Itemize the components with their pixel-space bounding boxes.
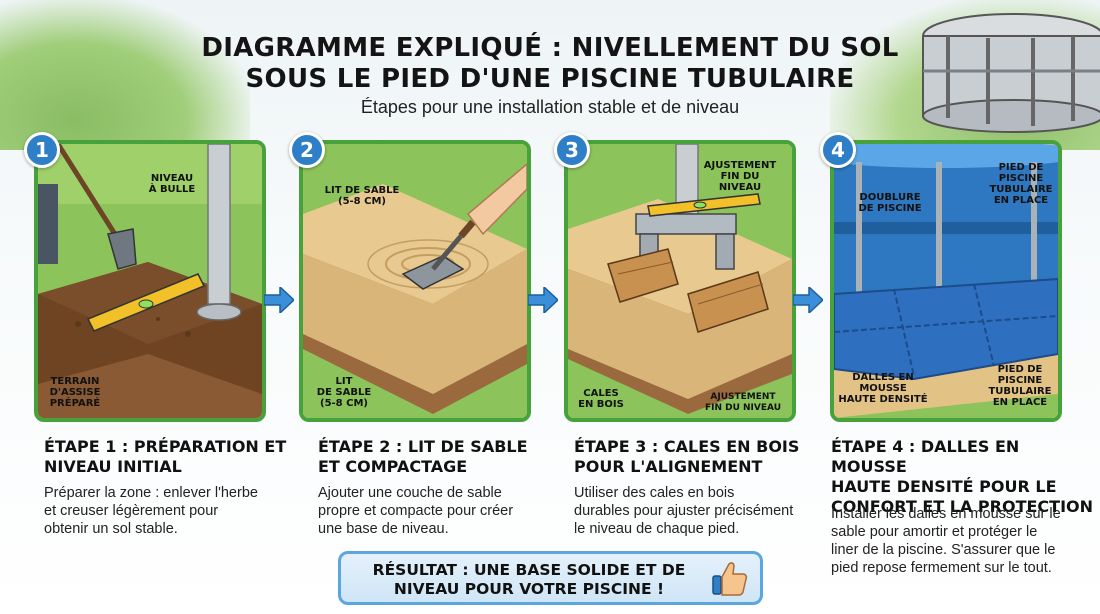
page-title-line1: DIAGRAMME EXPLIQUÉ : NIVELLEMENT DU SOL: [201, 33, 899, 63]
step4-badge: 4: [820, 132, 856, 168]
step1-badge: 1: [24, 132, 60, 168]
step4-panel: [830, 140, 1062, 422]
step2-label-sand-top: LIT DE SABLE(5-8 cm): [324, 185, 400, 207]
step2-panel: [299, 140, 531, 422]
thumbs-up-icon: [712, 562, 748, 596]
arrow-right-icon: [793, 287, 823, 313]
page-title-line2: SOUS LE PIED D'UNE PISCINE TUBULAIRE: [245, 64, 855, 94]
step2-illustration: [303, 144, 527, 418]
step1-illustration: [38, 144, 262, 418]
step3-panel: [564, 140, 796, 422]
step3-badge: 3: [554, 132, 590, 168]
step2-badge: 2: [289, 132, 325, 168]
background-garden-left: [0, 0, 250, 150]
step3-illustration: [568, 144, 792, 418]
arrow-right-icon: [264, 287, 294, 313]
above-ground-pool-illustration: [922, 13, 1100, 133]
step4-illustration: [834, 144, 1058, 418]
page-subtitle: Étapes pour une installation stable et d…: [360, 97, 740, 117]
arrow-right-icon: [528, 287, 558, 313]
step1-panel: [34, 140, 266, 422]
